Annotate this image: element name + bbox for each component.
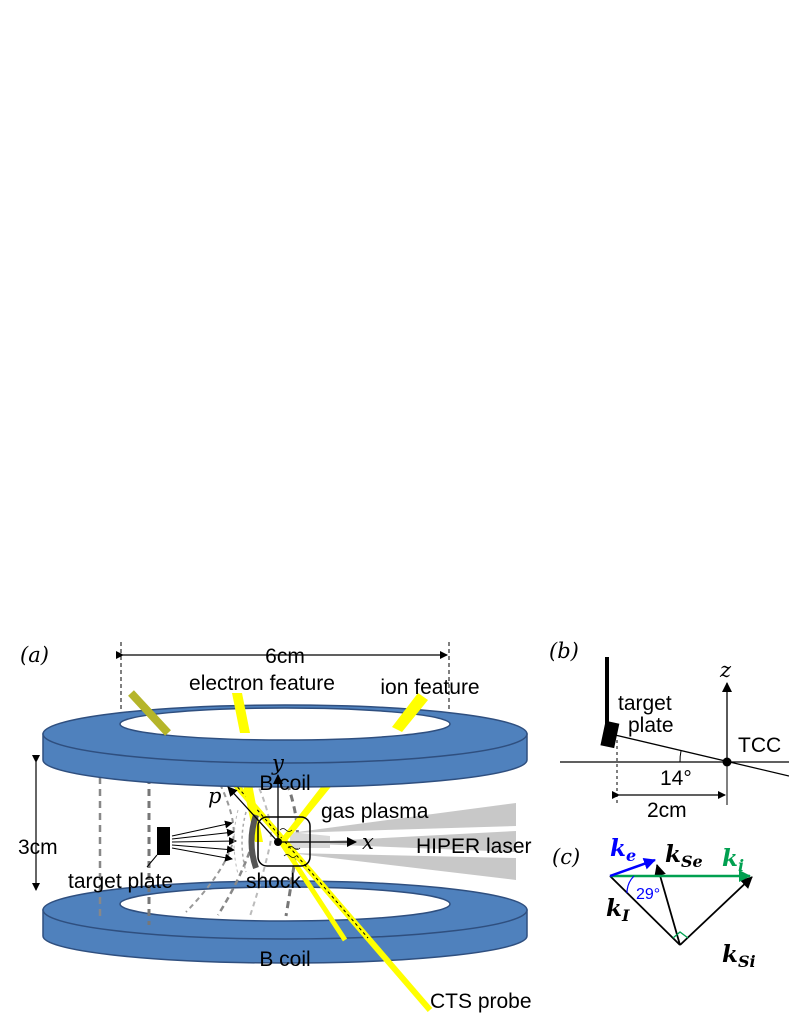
- target-label-1: target: [618, 692, 672, 715]
- y-axis-label: y: [271, 751, 285, 775]
- beam-through-lower: [278, 840, 348, 942]
- panel-b-tag: (b): [549, 639, 579, 663]
- panel-b: (b) z target plate TCC 14° 2cm: [549, 639, 789, 822]
- panel-c: (c) 29° ke kSe ki kI kSi: [552, 835, 756, 971]
- z-axis-label: z: [719, 658, 732, 682]
- x-axis-label: x: [362, 830, 374, 854]
- target-plate-label: target plate: [68, 870, 173, 893]
- dim-6cm-label: 6cm: [265, 645, 305, 668]
- k-Si-vector: [679, 876, 753, 946]
- angled-line: [614, 734, 789, 777]
- k-e-label: ke: [610, 835, 636, 865]
- shock-front: [248, 814, 259, 869]
- target-plate-block: [157, 827, 170, 855]
- angle-label-c: 29°: [636, 886, 660, 903]
- p-axis: [227, 786, 279, 843]
- angle-arc-b: [679, 750, 682, 763]
- origin-dot: [274, 838, 282, 846]
- bottom-coil: B coil: [42, 880, 528, 971]
- panel-c-tag: (c): [552, 845, 580, 869]
- ion-beam-upper: [392, 693, 428, 732]
- angle-label-b: 14°: [660, 767, 692, 790]
- k-e-vector: [609, 858, 656, 878]
- shock-label: shock: [246, 870, 301, 893]
- hiper-laser-label: HIPER laser: [416, 835, 532, 858]
- k-se-label: kSe: [665, 841, 703, 871]
- tcc-label: TCC: [738, 734, 781, 757]
- dim-3cm-label: 3cm: [18, 836, 58, 859]
- olive-beam: [128, 690, 171, 736]
- target-plate-block-b: [600, 720, 620, 749]
- dim-2cm-label: 2cm: [647, 799, 687, 822]
- ablation-arrows: [171, 820, 237, 862]
- angle-arc-c: [626, 875, 635, 894]
- bottom-coil-label: B coil: [259, 948, 310, 971]
- right-angle-marker: [672, 931, 689, 939]
- k-I-vector: [609, 875, 681, 946]
- gas-plasma-label: gas plasma: [321, 800, 429, 823]
- cts-probe-label: CTS probe: [430, 990, 532, 1013]
- top-coil: B coil: [42, 704, 528, 795]
- electron-beam-upper: [232, 693, 250, 733]
- k-si-label: kSi: [722, 941, 756, 971]
- target-plate-leader: [146, 854, 158, 868]
- target-label-2: plate: [628, 714, 674, 737]
- k-i-label: ki: [722, 845, 744, 875]
- panel-a-tag: (a): [20, 643, 49, 667]
- electron-feature-label: electron feature: [189, 672, 335, 695]
- k-Se-vector: [654, 864, 681, 946]
- hiper-laser-beams: [290, 803, 516, 880]
- ion-feature-label: ion feature: [380, 676, 479, 699]
- panel-a: (a) 6cm B coil: [18, 642, 532, 1013]
- k-I-label: kI: [606, 895, 630, 925]
- top-coil-label: B coil: [259, 772, 310, 795]
- p-axis-label: p: [208, 784, 221, 808]
